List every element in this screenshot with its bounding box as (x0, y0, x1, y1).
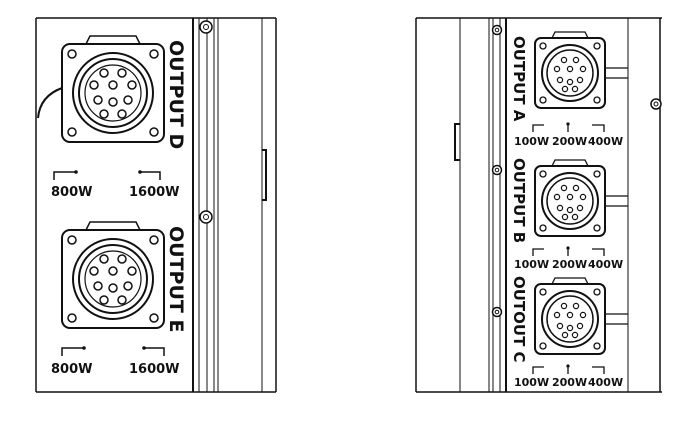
output-e-label: OUTPUT E (165, 226, 187, 332)
output-d-option-low: 800W (51, 185, 92, 200)
switch-position-icon (53, 170, 78, 180)
output-b-option-1: 100W (514, 258, 549, 271)
screw-icon (491, 164, 503, 176)
left-panel (35, 17, 277, 393)
output-a-option-1: 100W (514, 135, 549, 148)
output-a-option-3: 400W (588, 135, 623, 148)
output-a-option-2: 200W (552, 135, 587, 148)
switch-position-icon (532, 246, 605, 256)
output-b-option-3: 400W (588, 258, 623, 271)
round-multipin-connector-icon (541, 172, 599, 230)
output-c-label: OUTOUT C (510, 276, 528, 363)
round-multipin-connector-icon (72, 238, 154, 320)
output-a-label: OUTPUT A (510, 36, 528, 122)
connector-output-c (534, 277, 606, 355)
output-c-option-2: 200W (552, 376, 587, 389)
output-d-option-high: 1600W (129, 185, 180, 200)
round-multipin-connector-icon (541, 44, 599, 102)
output-e-option-high: 1600W (129, 362, 180, 377)
output-b-label: OUTPUT B (510, 158, 528, 243)
switch-position-icon (532, 364, 605, 374)
switch-position-icon (61, 346, 86, 356)
round-multipin-connector-icon (72, 52, 154, 134)
output-c-option-1: 100W (514, 376, 549, 389)
connector-output-a (534, 31, 606, 109)
screw-icon (491, 306, 503, 318)
switch-position-icon (142, 346, 165, 356)
switch-position-icon (138, 170, 161, 180)
round-multipin-connector-icon (541, 290, 599, 348)
output-e-option-low: 800W (51, 362, 92, 377)
output-c-option-3: 400W (588, 376, 623, 389)
connector-output-e (61, 221, 165, 329)
output-b-option-2: 200W (552, 258, 587, 271)
screw-icon (650, 98, 662, 110)
switch-position-icon (532, 122, 605, 132)
screw-icon (199, 20, 213, 34)
right-panel (415, 17, 662, 393)
connector-output-d (61, 35, 165, 143)
screw-icon (491, 24, 503, 36)
screw-icon (199, 210, 213, 224)
connector-output-b (534, 159, 606, 237)
output-d-label: OUTPUT D (165, 40, 187, 149)
